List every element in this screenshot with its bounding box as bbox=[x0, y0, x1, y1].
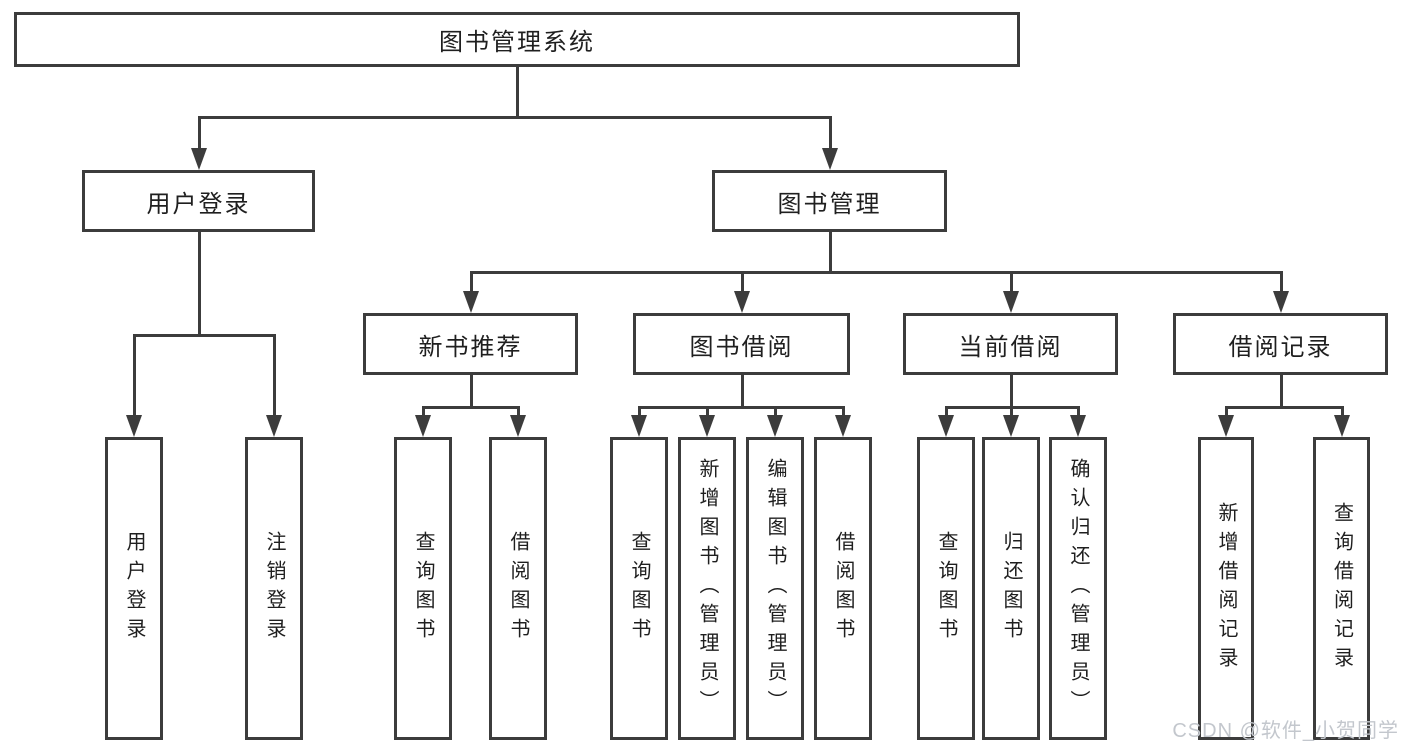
node-label: 查询图书 bbox=[628, 530, 650, 647]
connector-drop bbox=[1225, 406, 1228, 419]
arrow-down-icon bbox=[767, 415, 783, 437]
node-new-book: 新书推荐 bbox=[363, 313, 578, 375]
node-bb-add: 新增图书（管理员） bbox=[678, 437, 736, 740]
arrow-down-icon bbox=[699, 415, 715, 437]
connector-drop bbox=[197, 116, 201, 152]
connector-stem bbox=[1009, 374, 1013, 408]
node-cb-return: 归还图书 bbox=[982, 437, 1040, 740]
node-book-mgmt: 图书管理 bbox=[712, 170, 947, 232]
node-nb-borrow: 借阅图书 bbox=[489, 437, 547, 740]
node-leaf-logout: 注销登录 bbox=[245, 437, 303, 740]
connector-drop bbox=[1077, 406, 1080, 419]
node-label: 图书管理系统 bbox=[439, 29, 595, 56]
arrow-down-icon bbox=[1003, 415, 1019, 437]
node-label: 用户登录 bbox=[146, 190, 251, 218]
arrow-down-icon bbox=[126, 415, 142, 437]
arrow-down-icon bbox=[1272, 291, 1289, 313]
node-label: 图书管理 bbox=[777, 190, 882, 218]
node-book-borrow: 图书借阅 bbox=[633, 313, 850, 375]
node-label: 注销登录 bbox=[263, 530, 285, 647]
connector-bus bbox=[1225, 406, 1344, 409]
arrow-down-icon bbox=[1070, 415, 1086, 437]
connector-drop bbox=[774, 406, 777, 419]
arrow-down-icon bbox=[835, 415, 851, 437]
node-user-login: 用户登录 bbox=[82, 170, 315, 232]
arrow-down-icon bbox=[821, 148, 838, 170]
connector-drop bbox=[706, 406, 709, 419]
node-br-query: 查询借阅记录 bbox=[1313, 437, 1370, 740]
arrow-down-icon bbox=[938, 415, 954, 437]
connector-drop bbox=[740, 271, 744, 295]
connector-drop bbox=[638, 406, 641, 419]
connector-bus bbox=[422, 406, 520, 409]
connector-drop bbox=[1009, 271, 1013, 295]
arrow-down-icon bbox=[733, 291, 750, 313]
watermark-text: CSDN @软件_小贺同学 bbox=[1172, 720, 1399, 742]
arrow-down-icon bbox=[1333, 415, 1350, 437]
arrow-down-icon bbox=[190, 148, 207, 170]
node-current-borrow: 当前借阅 bbox=[903, 313, 1118, 375]
arrow-down-icon bbox=[631, 415, 647, 437]
node-label: 查询借阅记录 bbox=[1330, 501, 1353, 676]
node-label: 新增图书（管理员） bbox=[696, 458, 718, 719]
node-label: 借阅图书 bbox=[832, 530, 854, 647]
node-bb-borrow: 借阅图书 bbox=[814, 437, 872, 740]
connector-drop bbox=[469, 271, 473, 295]
connector-stem bbox=[516, 66, 519, 118]
connector-drop bbox=[842, 406, 845, 419]
node-cb-query: 查询图书 bbox=[917, 437, 975, 740]
node-bb-edit: 编辑图书（管理员） bbox=[746, 437, 804, 740]
node-label: 查询图书 bbox=[935, 530, 957, 647]
node-label: 借阅图书 bbox=[507, 530, 529, 647]
connector-drop bbox=[828, 116, 832, 152]
node-leaf-user-login: 用户登录 bbox=[105, 437, 163, 740]
node-bb-query: 查询图书 bbox=[610, 437, 668, 740]
node-label: 借阅记录 bbox=[1228, 333, 1333, 361]
connector-stem bbox=[740, 374, 744, 408]
connector-drop bbox=[1340, 406, 1344, 419]
node-label: 图书借阅 bbox=[689, 333, 794, 361]
node-label: 当前借阅 bbox=[958, 333, 1063, 361]
connector-drop bbox=[273, 334, 276, 419]
node-nb-query: 查询图书 bbox=[394, 437, 452, 740]
connector-drop bbox=[422, 406, 425, 419]
connector-drop bbox=[1010, 406, 1013, 419]
node-root: 图书管理系统 bbox=[14, 12, 1020, 67]
connector-drop bbox=[517, 406, 520, 419]
node-br-add: 新增借阅记录 bbox=[1198, 437, 1254, 740]
connector-stem bbox=[197, 231, 201, 336]
connector-drop bbox=[133, 334, 136, 419]
node-label: 归还图书 bbox=[1000, 530, 1022, 647]
arrow-down-icon bbox=[1002, 291, 1019, 313]
node-label: 编辑图书（管理员） bbox=[764, 458, 786, 719]
node-label: 新增借阅记录 bbox=[1215, 501, 1237, 676]
arrow-down-icon bbox=[1218, 415, 1234, 437]
arrow-down-icon bbox=[462, 291, 479, 313]
connector-bus bbox=[133, 334, 276, 337]
connector-stem bbox=[1279, 374, 1283, 408]
connector-stem bbox=[469, 374, 473, 408]
arrow-down-icon bbox=[266, 415, 282, 437]
node-borrow-records: 借阅记录 bbox=[1173, 313, 1388, 375]
connector-bus bbox=[469, 271, 1283, 274]
connector-stem bbox=[828, 231, 832, 273]
node-label: 确认归还（管理员） bbox=[1067, 458, 1089, 719]
node-cb-confirm: 确认归还（管理员） bbox=[1049, 437, 1107, 740]
arrow-down-icon bbox=[510, 415, 526, 437]
connector-bus bbox=[638, 406, 845, 409]
node-label: 新书推荐 bbox=[418, 333, 523, 361]
connector-drop bbox=[945, 406, 948, 419]
connector-bus bbox=[197, 116, 832, 119]
connector-drop bbox=[1279, 271, 1283, 295]
node-label: 用户登录 bbox=[123, 530, 145, 647]
arrow-down-icon bbox=[415, 415, 431, 437]
node-label: 查询图书 bbox=[412, 530, 434, 647]
